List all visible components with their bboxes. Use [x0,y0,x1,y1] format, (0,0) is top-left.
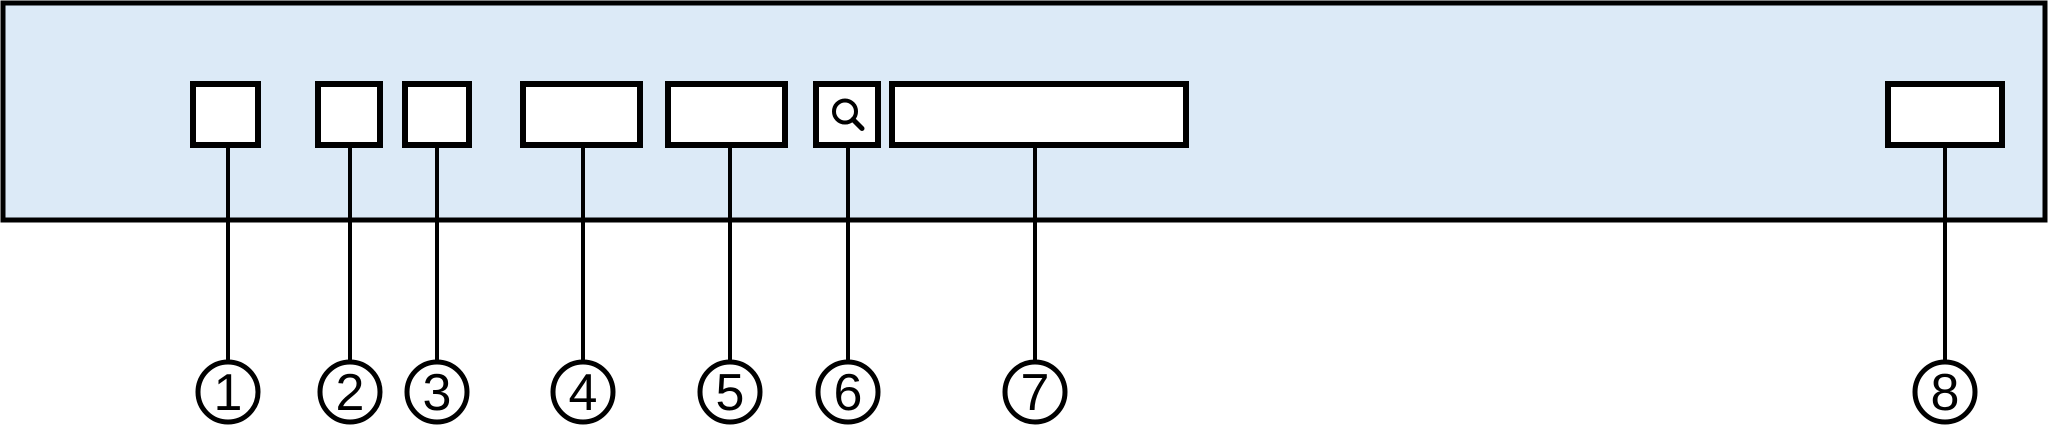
callout-marker-1: 1 [195,359,261,425]
blank-button-icon[interactable] [190,81,261,148]
control-5[interactable] [665,81,788,148]
control-8[interactable] [1885,81,2005,148]
control-6[interactable] [813,81,881,148]
callout-marker-4: 4 [550,359,616,425]
callout-number-2: 2 [336,364,365,422]
callout-number-3: 3 [423,364,452,422]
control-1[interactable] [190,81,261,148]
callout-circle-6 [815,359,881,425]
control-3[interactable] [402,81,472,148]
callout-number-8: 8 [1931,364,1960,422]
callout-number-5: 5 [716,364,745,422]
callout-circle-2 [317,359,383,425]
callout-circle-3 [404,359,470,425]
search-icon[interactable] [813,81,881,148]
search-icon-handle [850,117,865,131]
leader-line-layer [226,145,1947,362]
callout-marker-8: 8 [1912,359,1978,425]
toolbar-control-layer [190,81,2005,148]
callout-marker-2: 2 [317,359,383,425]
search-icon-lens [832,98,858,125]
text-input-icon[interactable] [889,81,1189,148]
search-icon-glyph [832,98,865,131]
callout-marker-6: 6 [815,359,881,425]
callout-number-7: 7 [1021,364,1050,422]
callout-number-6: 6 [834,364,863,422]
callout-marker-5: 5 [697,359,763,425]
blank-button-icon[interactable] [1885,81,2005,148]
blank-button-icon[interactable] [315,81,383,148]
callout-circle-4 [550,359,616,425]
callout-circle-5 [697,359,763,425]
blank-dropdown-icon[interactable] [665,81,788,148]
callout-circle-8 [1912,359,1978,425]
control-4[interactable] [520,81,643,148]
blank-button-icon[interactable] [402,81,472,148]
callout-number-4: 4 [569,364,598,422]
blank-dropdown-icon[interactable] [520,81,643,148]
control-7[interactable] [889,81,1189,148]
callout-number-1: 1 [214,364,243,422]
callout-circle-1 [195,359,261,425]
callout-circle-7 [1002,359,1068,425]
control-2[interactable] [315,81,383,148]
callout-marker-3: 3 [404,359,470,425]
callout-marker-7: 7 [1002,359,1068,425]
